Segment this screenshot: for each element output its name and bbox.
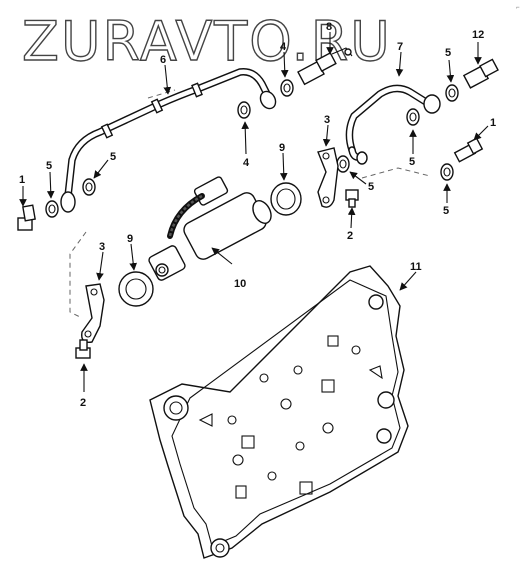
bolt-part-1-left xyxy=(17,204,36,231)
tube-part-7 xyxy=(345,84,441,165)
callout-1-right: 1 xyxy=(490,117,496,129)
callout-5-d: 5 xyxy=(409,156,415,168)
fitting-part-12 xyxy=(462,58,499,89)
seal-part-9-left xyxy=(118,271,154,307)
callout-4-a: 4 xyxy=(243,157,250,169)
callout-11: 11 xyxy=(410,261,422,273)
callout-9-left: 9 xyxy=(127,233,133,245)
callout-labels: 1 5 5 6 4 4 8 7 5 12 1 5 5 5 3 9 2 3 9 1… xyxy=(19,21,496,409)
bracket-part-3-right xyxy=(317,147,339,208)
callout-3-left: 3 xyxy=(99,241,105,253)
callout-5-a: 5 xyxy=(46,160,52,172)
callout-12: 12 xyxy=(472,29,484,41)
callout-1-left: 1 xyxy=(19,174,25,186)
leader-lines xyxy=(19,32,489,392)
watermark-text: ZURAVTO.RU xyxy=(22,10,392,73)
callout-7: 7 xyxy=(397,41,403,53)
fitting-part-8 xyxy=(297,47,353,86)
callout-3-right: 3 xyxy=(324,114,330,126)
callout-5-b: 5 xyxy=(110,151,116,163)
callout-9-right: 9 xyxy=(279,142,285,154)
callout-8: 8 xyxy=(326,21,332,33)
assembly-guide-lines xyxy=(69,89,431,319)
callout-5-f: 5 xyxy=(368,181,374,193)
callout-6: 6 xyxy=(160,54,166,66)
callout-5-e: 5 xyxy=(443,205,449,217)
callout-2-left: 2 xyxy=(80,397,86,409)
seal-part-9-right xyxy=(270,182,302,216)
callout-2-right: 2 xyxy=(347,230,353,242)
bracket-part-3-left xyxy=(81,283,105,343)
callout-10: 10 xyxy=(234,278,246,290)
callout-4-b: 4 xyxy=(280,41,287,53)
washers xyxy=(45,79,459,218)
callout-5-c: 5 xyxy=(445,47,451,59)
pump-part-10 xyxy=(148,176,272,281)
corner-mark: ⌐ xyxy=(516,5,520,11)
screw-part-2-left xyxy=(75,339,91,359)
bolt-part-1-right xyxy=(453,137,484,163)
mounting-plate-part-11 xyxy=(149,265,409,559)
tube-part-6 xyxy=(60,68,277,213)
screw-part-2-right xyxy=(345,189,359,208)
